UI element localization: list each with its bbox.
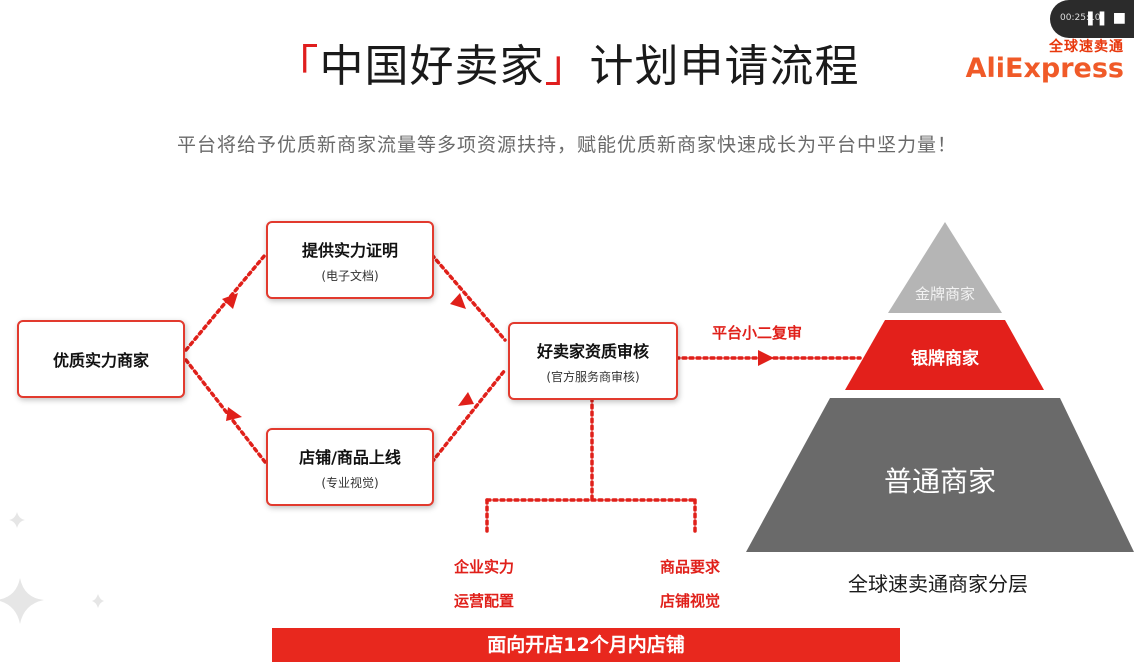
flow-box-store-label: 店铺/商品上线: [299, 447, 401, 467]
requirement-right-1: 商品要求: [660, 558, 721, 576]
flow-box-review: 好卖家资质审核 (官方服务商审核): [508, 322, 678, 400]
requirement-right-2: 店铺视觉: [660, 592, 721, 610]
arrow-icon: [226, 407, 242, 421]
page-title: 「中国好卖家」计划申请流程: [0, 30, 1134, 94]
flow-box-review-label: 好卖家资质审核: [536, 341, 649, 361]
aliexpress-logo: 全球速卖通 AliExpress: [966, 36, 1124, 82]
flow-box-proof: 提供实力证明 (电子文档): [266, 221, 434, 299]
arrow-icon: [222, 293, 238, 309]
title-rest: 计划申请流程: [589, 41, 860, 92]
pyramid-normal-label: 普通商家: [883, 465, 996, 498]
title-bracket-open: 「: [274, 41, 320, 92]
arrow-icon: [758, 350, 774, 366]
connector-proof-to-review: [430, 253, 507, 342]
requirement-left-1: 企业实力: [454, 558, 515, 576]
pyramid-gold-label: 金牌商家: [914, 285, 975, 303]
flow-box-store: 店铺/商品上线 (专业视觉): [266, 428, 434, 506]
flow-box-proof-label: 提供实力证明: [301, 240, 398, 260]
pyramid-silver-tier: [845, 320, 1044, 390]
connector-start-to-store: [184, 358, 267, 464]
recheck-label: 平台小二复审: [712, 324, 803, 342]
pause-stop-icon[interactable]: ❚❚ ■: [1084, 10, 1126, 26]
bottom-banner: 面向开店12个月内店铺: [272, 628, 900, 662]
pyramid-normal-tier: [746, 398, 1134, 552]
sparkle-icon: [92, 594, 104, 608]
flow-box-start-label: 优质实力商家: [52, 351, 149, 370]
flow-box-store-sub: (专业视觉): [321, 475, 379, 490]
flow-box-start: 优质实力商家: [17, 320, 185, 398]
pyramid-gold-tier: [888, 222, 1002, 313]
flow-box-proof-sub: (电子文档): [321, 268, 379, 283]
arrow-icon: [458, 392, 474, 406]
pyramid-caption: 全球速卖通商家分层: [848, 572, 1028, 596]
logo-cn: 全球速卖通: [1049, 39, 1124, 55]
pyramid-silver-label: 银牌商家: [911, 349, 979, 369]
sparkle-icon: [0, 578, 44, 624]
requirement-left-2: 运营配置: [454, 592, 515, 610]
sparkle-icon: [9, 512, 25, 528]
flow-box-review-sub: (官方服务商审核): [546, 369, 640, 384]
logo-en: AliExpress: [965, 53, 1124, 84]
connector-store-to-review: [430, 368, 507, 464]
video-player-controls[interactable]: 00:25:10 ❚❚ ■: [1050, 0, 1134, 38]
title-bracket-close: 」: [544, 41, 590, 92]
arrow-icon: [450, 293, 466, 309]
connector-start-to-proof: [184, 253, 267, 352]
playback-time: 00:25:10: [1060, 13, 1101, 23]
title-highlight: 中国好卖家: [319, 41, 545, 92]
page-subtitle: 平台将给予优质新商家流量等多项资源扶持，赋能优质新商家快速成长为平台中坚力量！: [176, 134, 957, 156]
